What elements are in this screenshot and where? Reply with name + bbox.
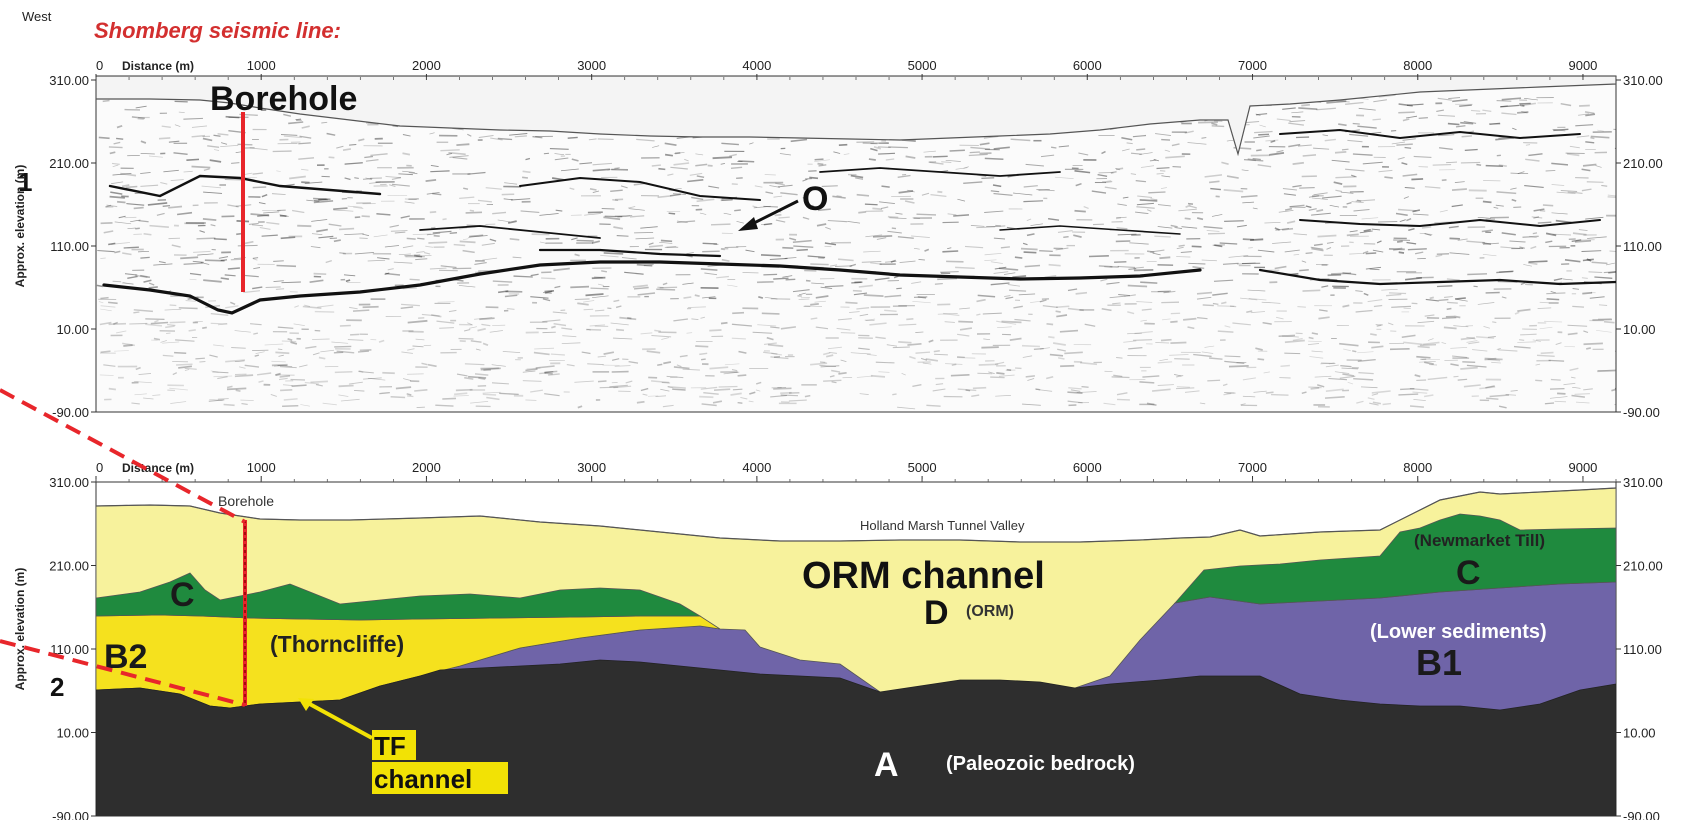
tf-channel-label-line1: TF [374, 731, 406, 761]
seismic-distance-tick-label: 1000 [247, 58, 276, 73]
tf-channel-arrowhead [298, 698, 314, 711]
seismic-elevation-tick-label-left: -90.00 [52, 405, 89, 420]
seismic-elevation-tick-label-right: 10.00 [1623, 322, 1656, 337]
unit-B1-letter: B1 [1416, 642, 1462, 683]
interpretation-elevation-tick-label-right: 310.00 [1623, 475, 1663, 490]
seismic-axes: 0 1000 2000 3000 4000 5000 6000 7000 8000 9000 Dis… [13, 58, 1663, 420]
valley-label: Holland Marsh Tunnel Valley [860, 518, 1025, 533]
interpretation-elevation-tick-label-left: 310.00 [49, 475, 89, 490]
interpretation-distance-tick-label: 0 [96, 460, 103, 475]
seismic-ground-surface [96, 76, 1616, 157]
unit-B1-name: (Lower sediments) [1370, 621, 1547, 643]
connector-line-upper [0, 388, 246, 524]
seismic-distance-tick-label: 9000 [1568, 58, 1597, 73]
seismic-elevation-tick-label-right: -90.00 [1623, 405, 1660, 420]
figure-title: Shomberg seismic line: [94, 18, 341, 43]
seismic-distance-tick-label: 7000 [1238, 58, 1267, 73]
interpretation-distance-tick-label: 1000 [247, 460, 276, 475]
seismic-distance-tick-label: 8000 [1403, 58, 1432, 73]
interpretation-distance-tick-label: 9000 [1568, 460, 1597, 475]
seismic-distance-axis-label: Distance (m) [122, 59, 194, 73]
interpretation-elevation-tick-label-left: 210.00 [49, 559, 89, 574]
seismic-elevation-tick-label-right: 210.00 [1623, 156, 1663, 171]
reflector-arrow [747, 199, 799, 228]
seismic-elevation-tick-label-left: 310.00 [49, 73, 89, 88]
seismic-reflectors [102, 128, 1616, 315]
interpretation-borehole-label: Borehole [218, 493, 274, 509]
seismic-elevation-tick-label-left: 10.00 [56, 322, 89, 337]
seismic-elevation-tick-label-right: 310.00 [1623, 73, 1663, 88]
direction-label: West [22, 9, 52, 24]
unit-C-right [1173, 513, 1616, 605]
interpretation-elevation-tick-label-left: 110.00 [50, 642, 89, 657]
seismic-distance-tick-label: 0 [96, 58, 103, 73]
interpretation-distance-tick-label: 3000 [577, 460, 606, 475]
interpretation-elevation-tick-label-right: 10.00 [1623, 726, 1656, 741]
seismic-elevation-tick-label-left: 210.00 [49, 156, 89, 171]
interpretation-distance-tick-label: 5000 [908, 460, 937, 475]
unit-C-right-letter: C [1456, 554, 1481, 592]
interpretation-elevation-tick-label-right: 210.00 [1623, 559, 1663, 574]
interpretation-elevation-tick-label-right: -90.00 [1623, 809, 1660, 820]
interpretation-distance-tick-label: 4000 [742, 460, 771, 475]
interpretation-elevation-tick-label-left: 10.00 [56, 726, 89, 741]
panel-number-2: 2 [50, 672, 64, 702]
tf-label-bg-1 [372, 730, 416, 760]
reflector-arrowhead [738, 217, 758, 231]
tf-label-bg-2 [372, 762, 508, 794]
interpretation-distance-tick-label: 8000 [1403, 460, 1432, 475]
seismic-distance-tick-label: 6000 [1073, 58, 1102, 73]
seismic-panel: Borehole O 1 [18, 75, 1617, 413]
interpretation-elevation-axis-label: Approx. elevation (m) [13, 568, 27, 691]
seismic-elevation-tick-label-left: 110.00 [50, 239, 89, 254]
channel-label: ORM channel [802, 555, 1045, 597]
unit-C-right-name: (Newmarket Till) [1414, 531, 1545, 550]
seismic-distance-tick-label: 3000 [577, 58, 606, 73]
interpretation-elevation-tick-label-left: -90.00 [52, 809, 89, 820]
seismic-distance-tick-label: 5000 [908, 58, 937, 73]
seismic-distance-tick-label: 4000 [742, 58, 771, 73]
reflector-label: O [802, 180, 828, 218]
unit-B2-name: (Thorncliffe) [270, 631, 404, 657]
unit-D-letter: D [924, 594, 949, 632]
seismic-elevation-tick-label-right: 110.00 [1623, 239, 1662, 254]
interpretation-panel: Borehole Holland Marsh Tunnel Valley ORM… [50, 481, 1617, 817]
seismic-borehole-label: Borehole [210, 80, 357, 118]
interpretation-elevation-tick-label-right: 110.00 [1623, 642, 1662, 657]
seismic-elevation-axis-label: Approx. elevation (m) [13, 165, 27, 288]
tf-channel-label-line2: channel [374, 764, 472, 794]
interpretation-ground-surface [96, 487, 1616, 543]
unit-C-left-letter: C [170, 576, 195, 614]
panel-number-1: 1 [18, 167, 32, 197]
interpretation-distance-tick-label: 6000 [1073, 460, 1102, 475]
unit-D-name: (ORM) [966, 603, 1014, 620]
connector-line-lower [0, 639, 246, 707]
unit-A-letter: A [874, 746, 899, 784]
seismic-distance-tick-label: 2000 [412, 58, 441, 73]
interpretation-distance-tick-label: 7000 [1238, 460, 1267, 475]
tf-channel-arrow [305, 700, 373, 740]
unit-A-name: (Paleozoic bedrock) [946, 753, 1135, 775]
interpretation-distance-tick-label: 2000 [412, 460, 441, 475]
